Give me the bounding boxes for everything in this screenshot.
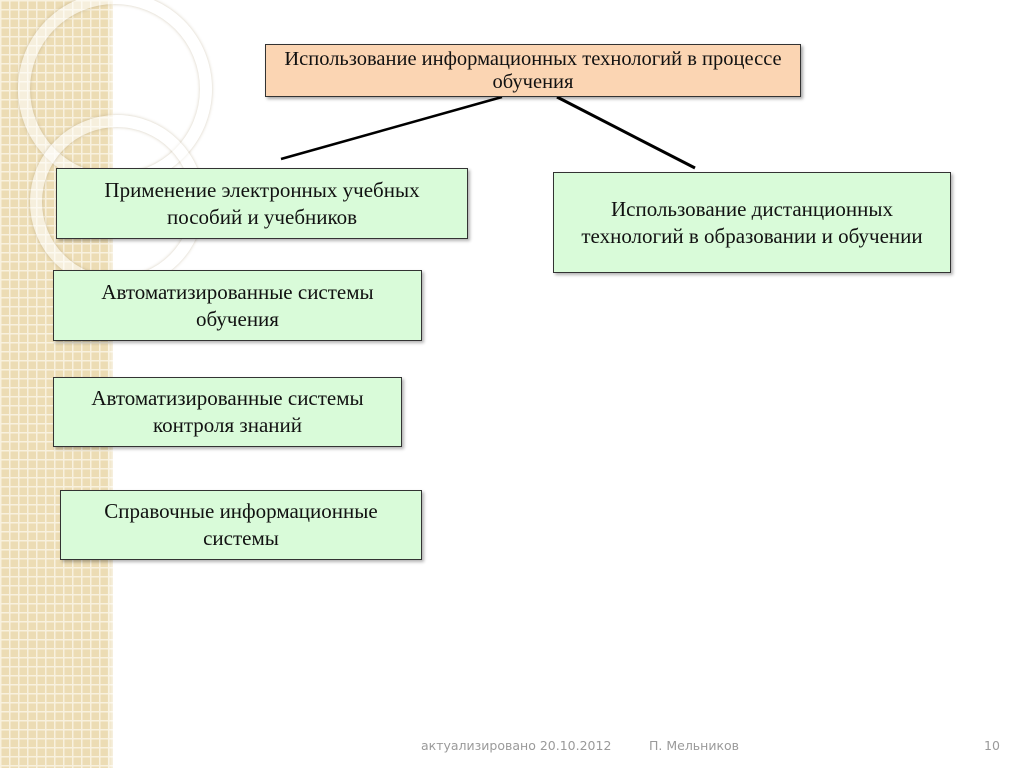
item-box-text: Справочные информационные системы (104, 499, 378, 550)
footer-updated-date: актуализировано 20.10.2012 (421, 738, 612, 753)
item-box-text: Применение электронных учебных пособий и… (104, 177, 420, 229)
item-box-electronic-textbooks[interactable]: Применение электронных учебных пособий и… (56, 168, 468, 239)
item-box-knowledge-control-systems[interactable]: Автоматизированные системы контроля знан… (53, 377, 402, 447)
item-box-reference-systems[interactable]: Справочные информационные системы (60, 490, 422, 560)
item-box-text: Автоматизированные системы обучения (101, 279, 374, 331)
title-box-text: Использование информационных технологий … (284, 47, 782, 93)
item-box-automated-learning-systems[interactable]: Автоматизированные системы обучения (53, 270, 422, 341)
footer-author: П. Мельников (649, 738, 740, 753)
title-box[interactable]: Использование информационных технологий … (265, 44, 801, 97)
item-box-text: Использование дистанционных технологий в… (581, 196, 923, 248)
item-box-text: Автоматизированные системы контроля знан… (91, 386, 364, 437)
footer-page-number: 10 (984, 738, 1000, 753)
connector-line-left (280, 95, 503, 161)
item-box-distance-learning[interactable]: Использование дистанционных технологий в… (553, 172, 951, 273)
connector-line-right (556, 95, 696, 170)
